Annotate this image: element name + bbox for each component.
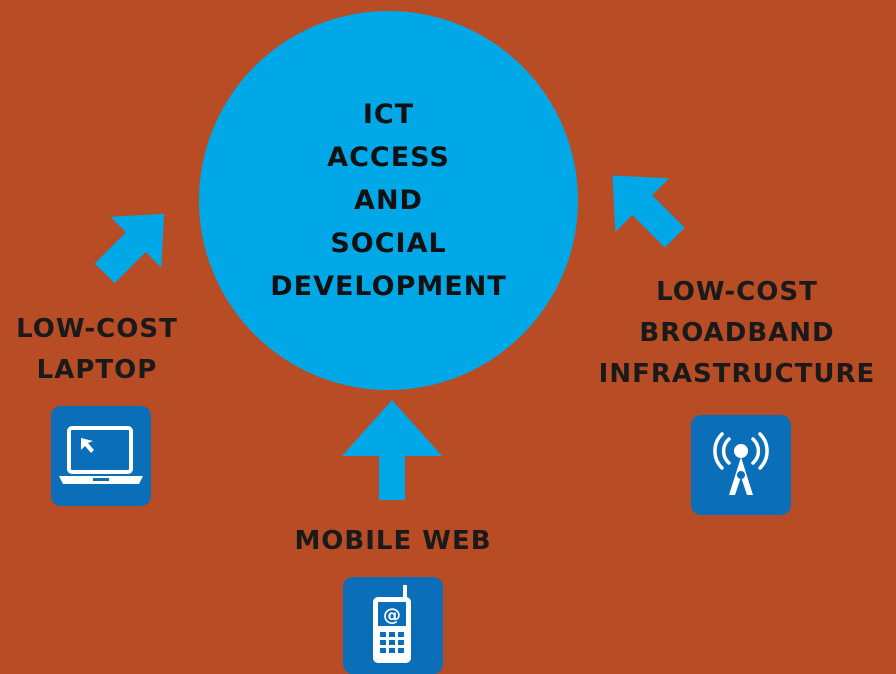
- antenna-tower-icon: [691, 415, 791, 515]
- center-text-line-3: AND: [354, 185, 423, 216]
- laptop-icon: [51, 406, 151, 506]
- laptop-label-line-1: LOW-COST: [16, 314, 178, 344]
- center-text-line-1: ICT: [362, 99, 415, 130]
- broadband-label: LOW-COST BROADBAND INFRASTRUCTURE: [578, 272, 896, 395]
- arrow-broadband-to-center: [612, 175, 685, 248]
- mobile-label: MOBILE WEB: [278, 521, 508, 562]
- laptop-label-line-2: LAPTOP: [36, 355, 158, 385]
- mobile-phone-icon: @: [343, 577, 443, 674]
- center-text-line-4: SOCIAL: [330, 228, 447, 259]
- broadband-label-line-3: INFRASTRUCTURE: [598, 359, 876, 389]
- svg-text:@: @: [383, 605, 401, 626]
- center-circle: ICT ACCESS AND SOCIAL DEVELOPMENT: [199, 11, 578, 390]
- mobile-label-line-1: MOBILE WEB: [294, 526, 492, 556]
- broadband-label-line-2: BROADBAND: [639, 318, 835, 348]
- arrow-laptop-to-center: [94, 213, 165, 284]
- arrow-mobile-to-center: [342, 400, 442, 500]
- laptop-label: LOW-COST LAPTOP: [0, 309, 194, 391]
- center-text-line-5: DEVELOPMENT: [270, 271, 507, 302]
- broadband-label-line-1: LOW-COST: [656, 277, 818, 307]
- center-text-line-2: ACCESS: [327, 142, 450, 173]
